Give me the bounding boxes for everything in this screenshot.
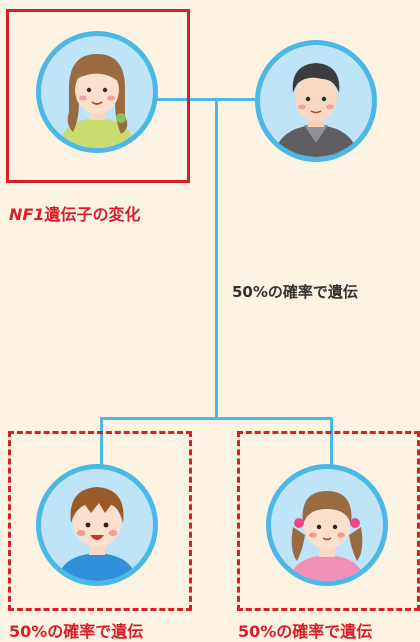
child-left-dashed-box — [8, 431, 192, 611]
nf1-gene-name: NF1 — [9, 205, 45, 224]
father-portrait — [255, 40, 377, 162]
parents-connector-line — [135, 98, 259, 101]
mother-illustration — [59, 54, 135, 148]
girl-illustration — [289, 491, 365, 581]
child-right-drop-line — [330, 417, 333, 465]
children-horizontal-line — [100, 417, 333, 420]
mother-portrait — [36, 31, 158, 153]
child-left-probability-label: 50%の確率で遺伝 — [9, 622, 144, 641]
child-left-drop-line — [100, 417, 103, 465]
inheritance-probability-label: 50%の確率で遺伝 — [232, 283, 358, 301]
gene-change-text: 遺伝子の変化 — [44, 205, 141, 224]
nf1-gene-change-label: NF1遺伝子の変化 — [9, 201, 140, 225]
child-right-dashed-box — [237, 431, 420, 611]
mother-highlight-box — [6, 9, 190, 183]
boy-portrait — [36, 464, 158, 586]
father-illustration — [274, 63, 358, 157]
child-right-probability-label: 50%の確率で遺伝 — [238, 622, 373, 641]
boy-illustration — [57, 487, 137, 581]
girl-portrait — [266, 464, 388, 586]
vertical-descent-line — [215, 98, 218, 420]
